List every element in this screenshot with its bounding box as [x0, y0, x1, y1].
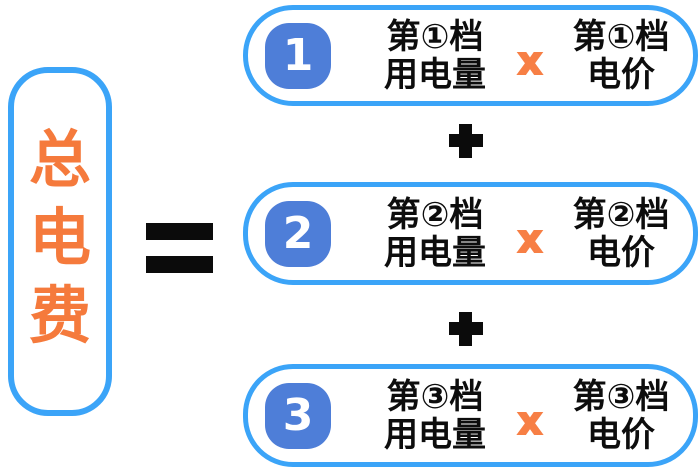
tier-2-price-label: 第②档 电价 — [565, 196, 677, 272]
total-fee-char: 电 — [28, 200, 91, 274]
tier-2-badge: 2 — [265, 200, 331, 267]
plus-sign — [449, 124, 483, 158]
plus-sign — [449, 312, 483, 346]
tier-1-usage-line1: 第①档 — [386, 16, 484, 57]
equals-bar — [146, 223, 213, 240]
tier-2-usage-line1: 第②档 — [386, 194, 484, 235]
total-fee-box: 总 电 费 — [8, 67, 112, 416]
multiply-sign: x — [517, 38, 544, 84]
total-fee-char: 总 — [28, 122, 91, 196]
tier-2-box: 2 第②档 用电量 x 第②档 电价 — [243, 182, 698, 285]
tier-1-usage-line2: 用电量 — [384, 54, 486, 95]
tier-2-usage-line2: 用电量 — [384, 232, 486, 273]
tier-3-usage-line2: 用电量 — [384, 414, 486, 455]
equals-sign — [146, 223, 213, 273]
tier-1-box: 1 第①档 用电量 x 第①档 电价 — [243, 5, 698, 106]
tier-3-usage-line1: 第③档 — [386, 376, 484, 417]
equals-bar — [146, 256, 213, 273]
tier-1-price-line2: 电价 — [587, 54, 655, 95]
tier-3-usage-label: 第③档 用电量 — [379, 378, 491, 454]
tier-3-badge: 3 — [265, 382, 331, 449]
total-fee-char: 费 — [28, 278, 91, 352]
tier-2-price-line1: 第②档 — [572, 194, 670, 235]
multiply-sign: x — [517, 398, 544, 444]
tier-1-price-line1: 第①档 — [572, 16, 670, 57]
tier-3-price-line1: 第③档 — [572, 376, 670, 417]
tier-2-price-line2: 电价 — [587, 232, 655, 273]
tier-1-usage-label: 第①档 用电量 — [379, 18, 491, 94]
tier-3-box: 3 第③档 用电量 x 第③档 电价 — [243, 364, 698, 467]
tier-3-price-label: 第③档 电价 — [565, 378, 677, 454]
tier-1-price-label: 第①档 电价 — [565, 18, 677, 94]
tier-3-price-line2: 电价 — [587, 414, 655, 455]
tier-2-usage-label: 第②档 用电量 — [379, 196, 491, 272]
multiply-sign: x — [517, 216, 544, 262]
tier-1-badge: 1 — [265, 22, 331, 89]
